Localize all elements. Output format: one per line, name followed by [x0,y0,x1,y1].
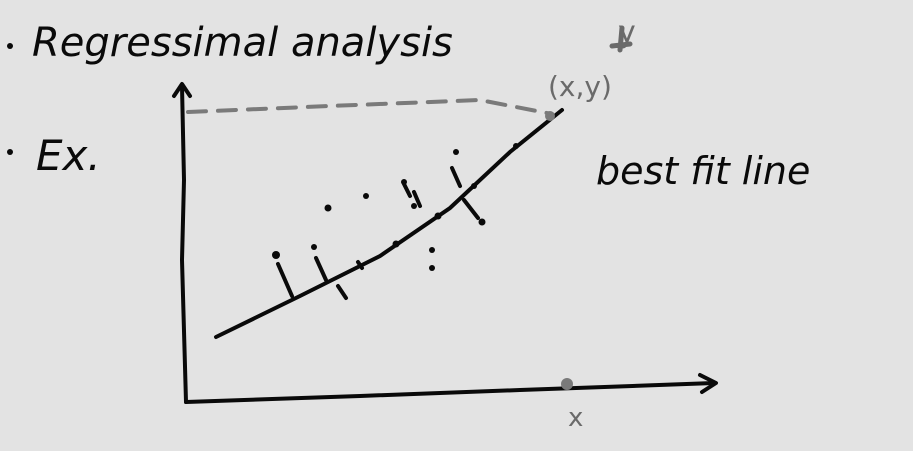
scatter-point [453,149,459,155]
endpoint-marker [545,111,555,121]
x-axis-arrowhead [698,373,718,394]
title-text: Regressimal analysis [32,20,453,66]
scatter-points [272,143,519,271]
scatter-point [478,218,486,226]
scatter-point [429,247,435,253]
scatter-point [513,143,519,149]
bullet-dot-icon [7,149,13,155]
x-axis-tick-label: x [568,403,583,433]
point-label: (x,y) [548,70,612,103]
scatter-point [392,240,400,248]
scatter-point [429,265,435,271]
scatter-point [311,244,317,250]
residual-line [450,166,462,188]
example-label: Ex. [36,131,101,180]
residual-line [314,256,328,282]
best-fit-line [214,108,564,339]
scatter-point [324,204,332,212]
residual-line [412,190,422,208]
x-axis [184,381,716,404]
scatter-point [363,193,369,199]
y-axis [179,84,188,404]
scatter-point [411,203,417,209]
residual-line [276,262,294,298]
scatter-point [272,251,280,259]
residual-line [462,198,480,220]
residual-line [356,260,364,270]
bullet-dot-icon [7,43,13,49]
dashed-projection-line [186,97,554,116]
best-fit-annotation: best fit line [596,149,810,193]
scatter-point [471,183,477,189]
x-axis-marker [561,378,573,390]
scatter-point [434,212,442,220]
residual-lines [276,166,480,300]
y-tick-mark [609,25,633,53]
residual-line [336,284,348,300]
residual-line [402,182,412,198]
y-axis-arrowhead [172,82,192,98]
